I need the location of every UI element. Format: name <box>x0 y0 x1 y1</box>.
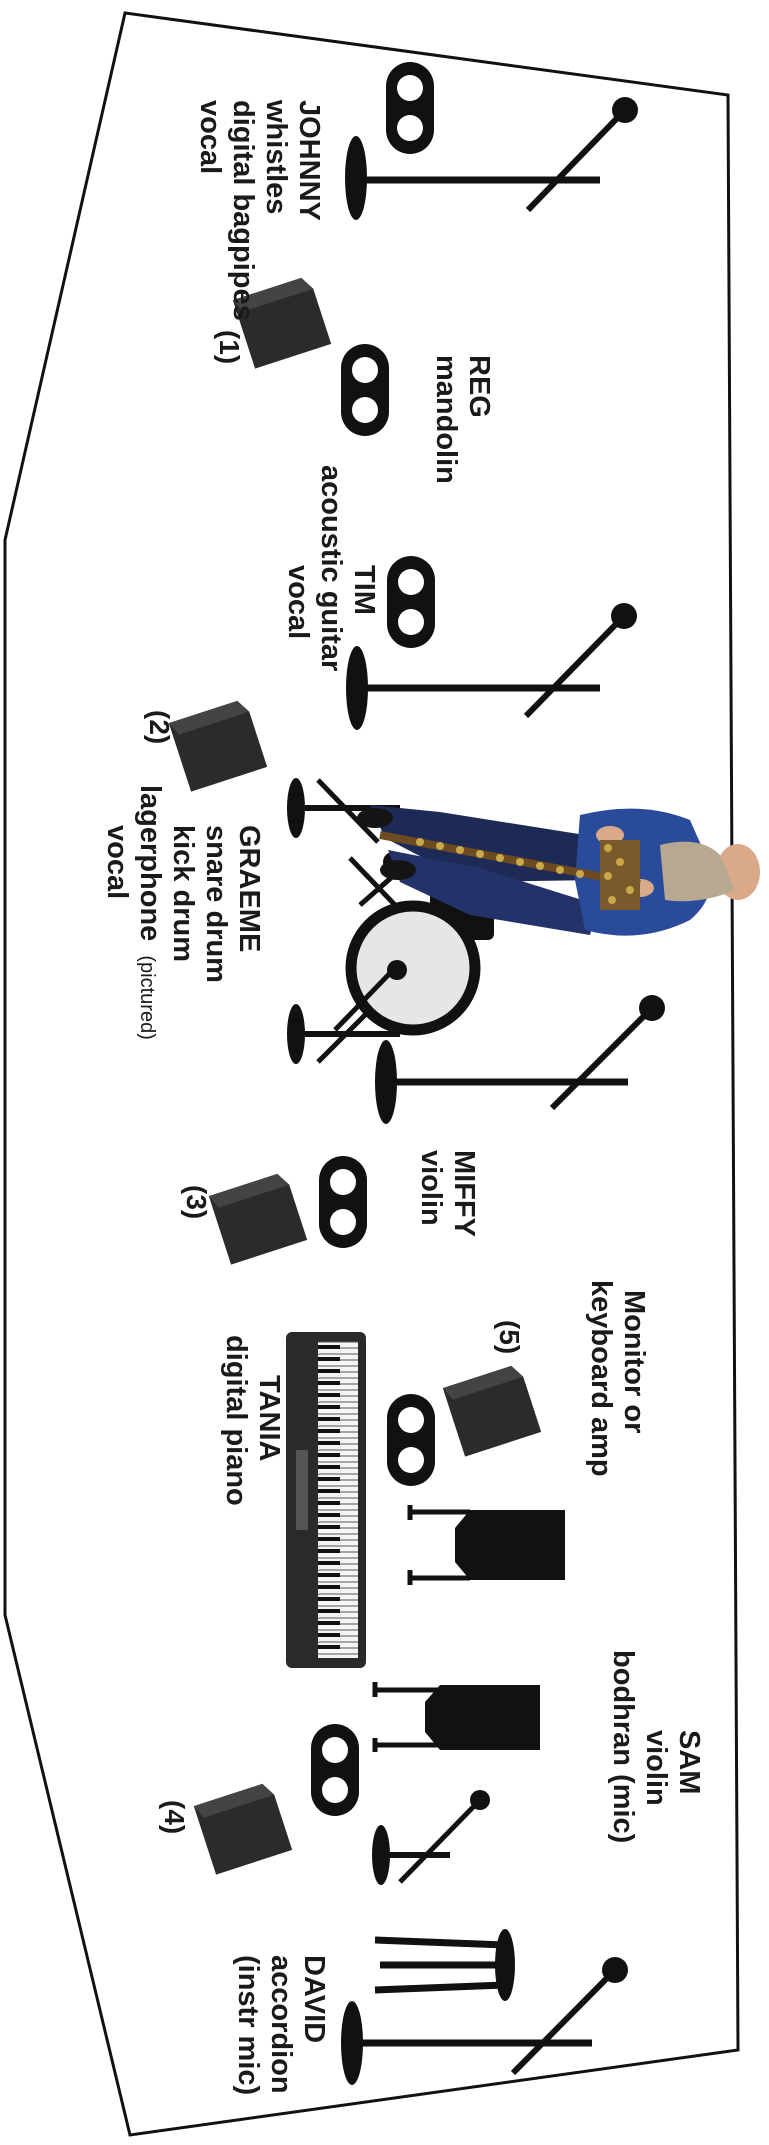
di-box-johnny <box>386 62 434 154</box>
mic-stand-sam <box>372 1790 490 1885</box>
monitor-label-2: (2) <box>144 710 175 744</box>
label-sam: SAM violin bodhran (mic) <box>607 1650 705 1843</box>
monitor-wedge-2 <box>169 698 267 791</box>
label-graeme: GRAEME snare drum kick drum lagerphone (… <box>101 785 265 1048</box>
di-box-miffy <box>319 1156 367 1248</box>
di-box-sam <box>311 1724 359 1816</box>
monitor-label-4: (4) <box>159 1800 190 1834</box>
di-box-tania <box>387 1394 435 1486</box>
monitor-wedge-3 <box>209 1171 307 1264</box>
monitor-label-5: (5) <box>494 1320 525 1354</box>
label-david: DAVID accordion (instr mic) <box>232 1955 330 2102</box>
monitor-wedge-4 <box>194 1781 292 1874</box>
kick-drum <box>351 906 475 1030</box>
di-box-reg <box>341 344 389 436</box>
stool-sam <box>375 1682 540 1752</box>
label-reg: REG mandolin <box>430 355 495 484</box>
label-tania: TANIA digital piano <box>220 1335 285 1506</box>
monitor-label-1: (1) <box>214 330 245 364</box>
stool-david <box>375 1929 515 2001</box>
mic-stand-david <box>341 1957 628 2085</box>
label-monitor5-caption: Monitor or keyboard amp <box>585 1280 650 1477</box>
digital-piano <box>286 1332 366 1668</box>
monitor-label-3: (3) <box>181 1185 212 1219</box>
stool-tania <box>410 1505 565 1585</box>
monitor-wedge-5 <box>443 1363 541 1456</box>
label-miffy: MIFFY violin <box>415 1150 480 1245</box>
di-box-tim <box>387 556 435 648</box>
label-graeme-note: (pictured) <box>136 955 158 1039</box>
label-tim: TIM acoustic guitar vocal <box>282 465 380 679</box>
